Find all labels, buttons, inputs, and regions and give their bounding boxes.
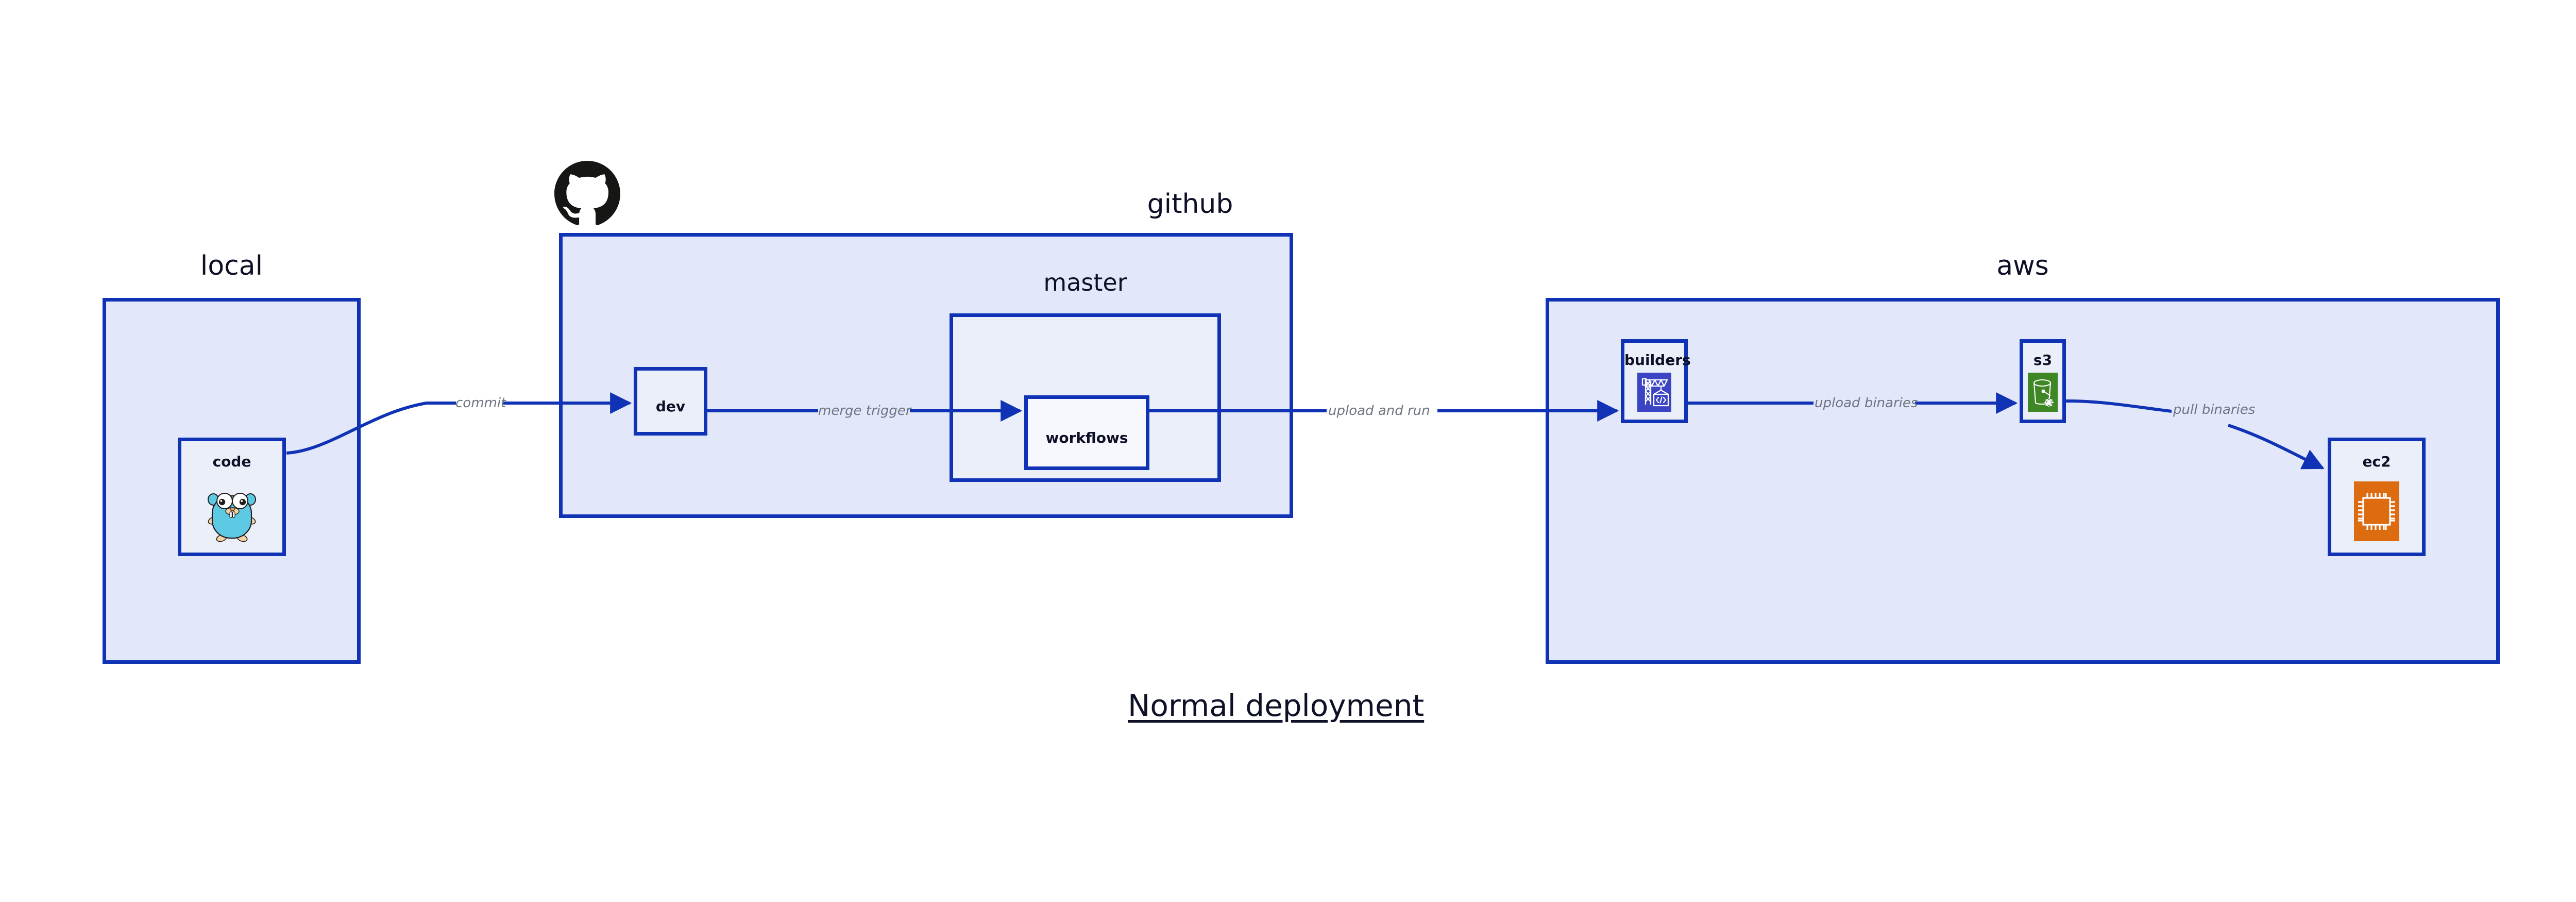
aws-codebuild-icon — [1637, 373, 1671, 412]
node-box-ec2[interactable]: ec2 — [2328, 438, 2426, 556]
node-box-s3[interactable]: s3 — [2020, 339, 2066, 423]
group-label-github: github — [1147, 189, 1233, 220]
node-label-s3: s3 — [2033, 352, 2053, 369]
node-box-workflows[interactable]: workflows — [1024, 395, 1149, 470]
node-label-ec2: ec2 — [2362, 453, 2391, 470]
node-label-dev: dev — [655, 398, 686, 415]
node-label-builders: builders — [1624, 352, 1691, 369]
group-label-master: master — [1043, 269, 1127, 296]
edge-label-upload-binaries: upload binaries — [1815, 395, 1918, 411]
edge-label-merge-trigger: merge trigger — [818, 403, 911, 419]
node-label-workflows: workflows — [1045, 429, 1128, 446]
diagram-title: Normal deployment — [1128, 688, 1425, 723]
node-box-code[interactable]: code — [178, 438, 286, 556]
edge-label-commit: commit — [455, 395, 506, 411]
node-box-builders[interactable]: builders — [1621, 339, 1691, 423]
group-label-aws: aws — [1996, 250, 2049, 281]
aws-ec2-icon — [2354, 481, 2399, 541]
go-gopher-icon — [205, 481, 259, 543]
node-box-dev[interactable]: dev — [634, 367, 707, 436]
node-label-code: code — [212, 453, 251, 470]
edge-label-pull-binaries: pull binaries — [2173, 402, 2256, 417]
edge-label-upload-and-run: upload and run — [1328, 403, 1430, 419]
group-label-local: local — [200, 250, 263, 281]
github-octocat-icon — [554, 161, 620, 227]
aws-s3-glacier-icon — [2028, 373, 2058, 412]
